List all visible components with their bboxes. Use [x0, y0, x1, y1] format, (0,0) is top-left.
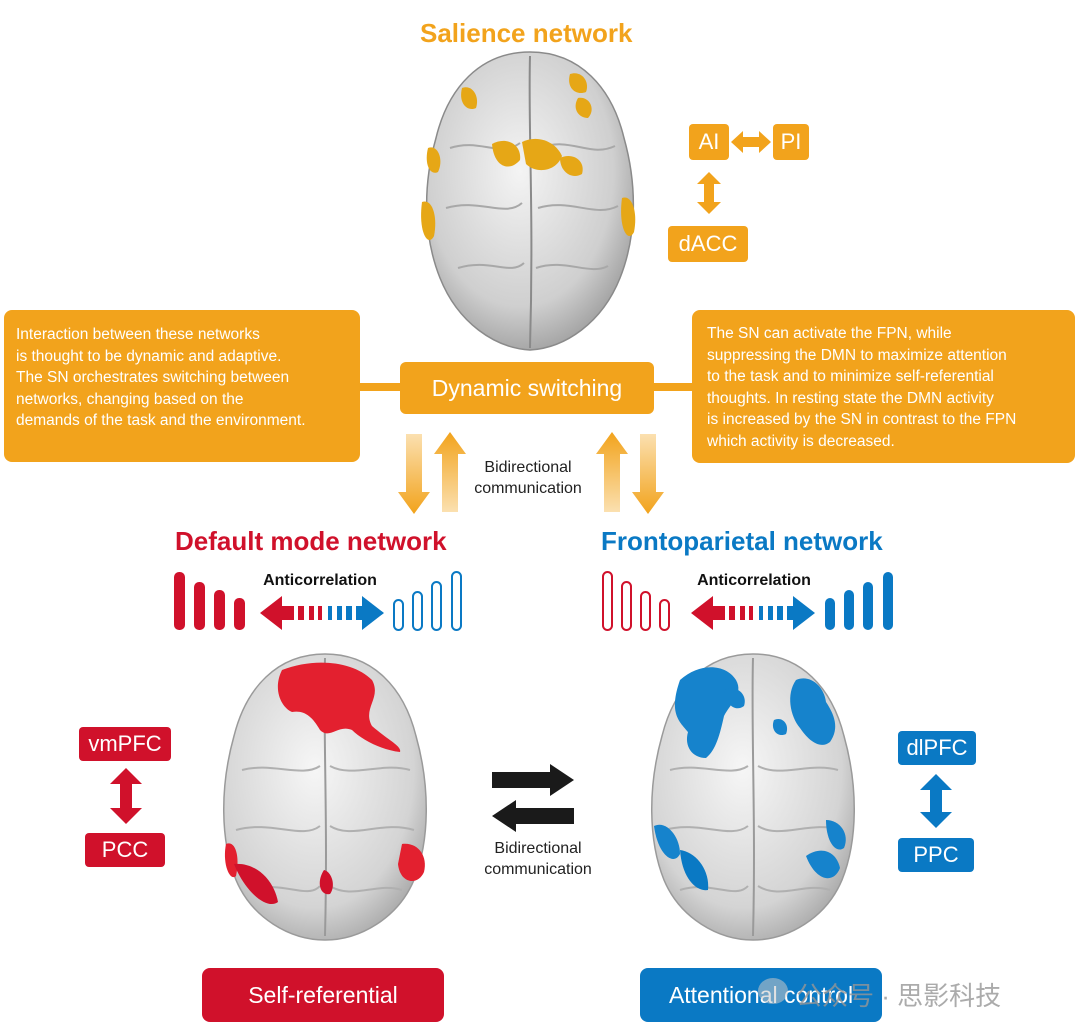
node-ai: AI — [689, 124, 729, 160]
ai-pi-double-arrow — [731, 131, 771, 153]
left-vertical-gradient-arrows — [398, 432, 466, 514]
fpn-anticorrelation-graphic — [602, 571, 893, 631]
ai-dacc-double-arrow — [697, 172, 721, 214]
watermark-text: 公众号 · 思影科技 — [796, 981, 1002, 1011]
wechat-logo-icon — [758, 978, 788, 1004]
left-note-line: is thought to be dynamic and adaptive. — [16, 347, 282, 365]
fpn-anticorrelation-label: Anticorrelation — [697, 572, 811, 589]
dynamic-switching-box: Dynamic switching — [400, 362, 654, 414]
dmn-title: Default mode network — [175, 526, 447, 556]
top-comm-line-1: Bidirectional — [484, 459, 572, 476]
dmn-node-pcc: PCC — [85, 833, 165, 867]
right-note-line: to the task and to minimize self-referen… — [707, 368, 994, 385]
left-note-line: The SN orchestrates switching between — [16, 369, 290, 386]
bottom-bidirectional-label: Bidirectional communication — [468, 838, 608, 880]
left-note-line: Interaction between these networks — [16, 326, 260, 343]
fpn-brain-image — [651, 653, 855, 941]
right-note-line: suppressing the DMN to maximize attentio… — [707, 346, 1007, 364]
node-pi: PI — [773, 124, 809, 160]
left-note-box: Interaction between these networks is th… — [4, 310, 360, 462]
fpn-node-ppc: PPC — [898, 838, 974, 872]
right-note-box: The SN can activate the FPN, while suppr… — [692, 310, 1075, 463]
salience-brain-image — [421, 51, 636, 351]
bottom-comm-line-2: communication — [484, 861, 592, 878]
fpn-double-arrow — [920, 774, 952, 828]
fpn-node-dlpfc: dlPFC — [898, 731, 976, 765]
dmn-node-vmpfc: vmPFC — [79, 727, 171, 761]
dmn-double-arrow — [110, 768, 142, 824]
bottom-bidirectional-arrows — [492, 764, 574, 832]
right-note-line: is increased by the SN in contrast to th… — [707, 411, 1017, 428]
left-connector-line — [358, 383, 402, 391]
salience-network-title: Salience network — [420, 18, 633, 48]
left-note-line: networks, changing based on the — [16, 390, 244, 408]
dmn-brain-image — [223, 653, 427, 941]
left-note-line: demands of the task and the environment. — [16, 412, 306, 429]
top-comm-line-2: communication — [474, 480, 582, 497]
node-dacc: dACC — [668, 226, 748, 262]
dmn-function-box: Self-referential — [202, 968, 444, 1022]
right-note-line: The SN can activate the FPN, while — [707, 325, 952, 342]
dmn-anticorrelation-graphic — [174, 571, 462, 631]
bottom-comm-line-1: Bidirectional — [494, 840, 582, 857]
top-bidirectional-label: Bidirectional communication — [456, 457, 600, 499]
right-connector-line — [652, 383, 694, 391]
right-note-line: thoughts. In resting state the DMN activ… — [707, 389, 994, 407]
right-vertical-gradient-arrows — [596, 432, 664, 514]
dmn-anticorrelation-label: Anticorrelation — [263, 572, 377, 589]
fpn-title: Frontoparietal network — [601, 526, 883, 556]
right-note-line: which activity is decreased. — [707, 432, 895, 450]
